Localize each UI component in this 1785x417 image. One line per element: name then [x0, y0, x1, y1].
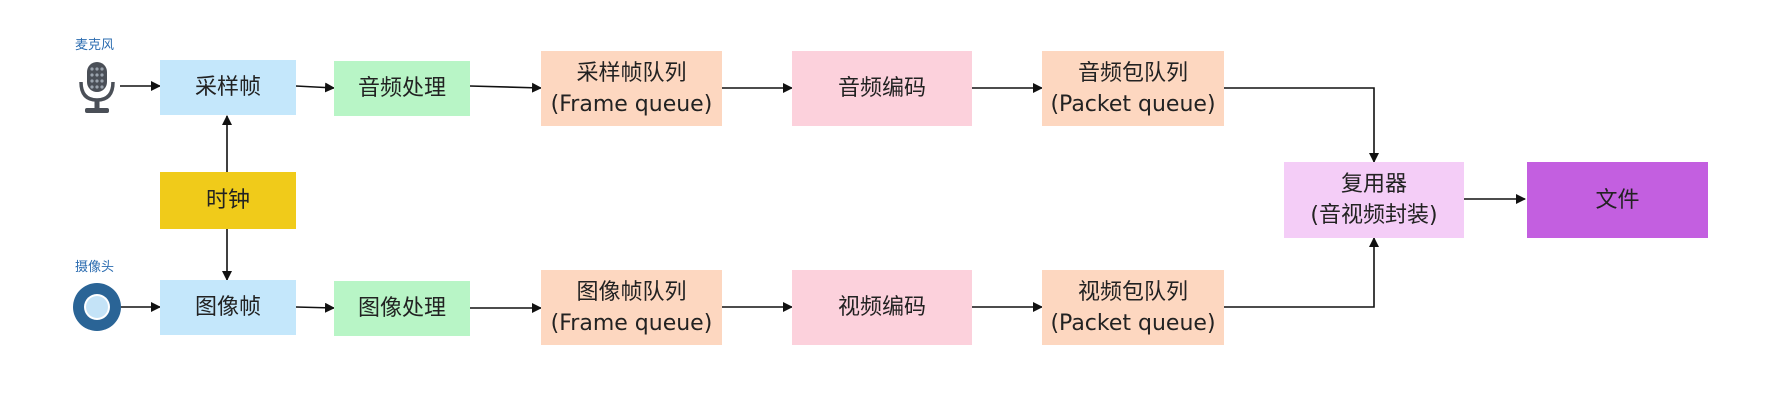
audio-encode-label: 音频编码: [837, 76, 926, 101]
video-encode-node: 视频编码: [792, 270, 972, 345]
muxer-sublabel: (音视频封装): [1310, 203, 1438, 228]
camera-label: 摄像头: [75, 260, 115, 275]
clock-node: 时钟: [160, 172, 296, 229]
arrow-video-packets-to-muxer: [1224, 237, 1379, 308]
audio-encode-node: 音频编码: [792, 51, 972, 126]
sample-frame-node: 采样帧: [160, 60, 296, 115]
image-process-label: 图像处理: [357, 296, 446, 321]
video-packet-queue-label: 视频包队列: [1077, 279, 1188, 305]
image-frame-label: 图像帧: [194, 295, 261, 320]
arrow-audio-process-to-queue: [469, 82, 542, 93]
video-packet-queue-node: 视频包队列 (Packet queue): [1042, 270, 1224, 345]
arrow-sample-to-audio-process: [295, 82, 335, 93]
audio-packet-queue-label: 音频包队列: [1077, 60, 1188, 86]
audio-frame-queue-node: 采样帧队列 (Frame queue): [541, 51, 722, 126]
clock-label: 时钟: [205, 188, 250, 213]
muxer-node: 复用器 (音视频封装): [1284, 162, 1464, 238]
camera-lens-icon: [73, 283, 121, 331]
audio-packet-queue-node: 音频包队列 (Packet queue): [1042, 51, 1224, 126]
image-frame-node: 图像帧: [160, 280, 296, 335]
audio-frame-queue-sublabel: (Frame queue): [550, 91, 713, 117]
video-frame-queue-label: 图像帧队列: [576, 279, 687, 305]
mic-label: 麦克风: [75, 38, 115, 53]
image-process-node: 图像处理: [334, 281, 470, 336]
muxer-label: 复用器: [1340, 172, 1407, 197]
file-label: 文件: [1595, 187, 1640, 213]
file-node: 文件: [1527, 162, 1708, 238]
arrow-image-frame-to-process: [295, 302, 335, 313]
audio-packet-queue-sublabel: (Packet queue): [1050, 91, 1216, 117]
video-frame-queue-sublabel: (Frame queue): [550, 310, 713, 336]
audio-frame-queue-label: 采样帧队列: [576, 60, 687, 86]
arrow-audio-packets-to-muxer: [1224, 87, 1379, 163]
sample-frame-label: 采样帧: [194, 75, 261, 100]
audio-process-node: 音频处理: [334, 61, 470, 116]
video-encode-label: 视频编码: [837, 295, 926, 320]
video-packet-queue-sublabel: (Packet queue): [1050, 310, 1216, 336]
video-frame-queue-node: 图像帧队列 (Frame queue): [541, 270, 722, 345]
audio-process-label: 音频处理: [357, 76, 446, 101]
microphone-icon: [79, 62, 115, 113]
